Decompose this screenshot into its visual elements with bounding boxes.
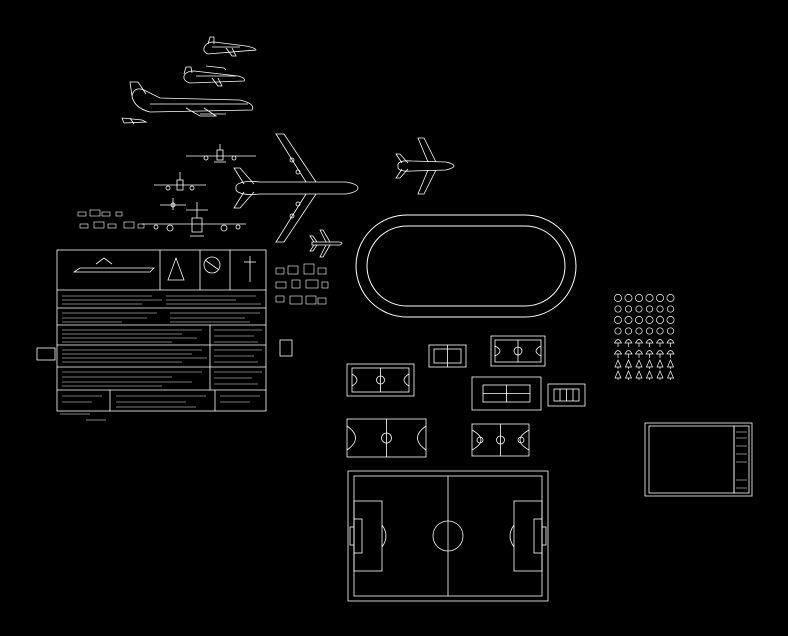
- track-inner: [366, 225, 566, 307]
- title-block-outer: [644, 422, 753, 497]
- library-symbol[interactable]: [634, 339, 644, 348]
- library-symbol[interactable]: [666, 339, 675, 348]
- library-symbol[interactable]: [614, 370, 622, 380]
- library-symbol[interactable]: [635, 316, 643, 324]
- tennis-court-1[interactable]: [428, 344, 467, 368]
- library-symbol[interactable]: [655, 339, 665, 348]
- detail-sheet-border: [56, 249, 267, 412]
- library-symbol[interactable]: [614, 316, 622, 324]
- tennis-court-2[interactable]: [471, 376, 542, 411]
- title-block-strip: [733, 425, 750, 494]
- library-symbol[interactable]: [645, 339, 654, 348]
- library-symbol[interactable]: [656, 294, 664, 302]
- plane-top-right[interactable]: [395, 137, 455, 195]
- handball-court[interactable]: [346, 418, 427, 458]
- misc-symbols[interactable]: [275, 263, 329, 305]
- basketball-court-2[interactable]: [471, 423, 530, 457]
- library-symbol[interactable]: [645, 359, 654, 369]
- plane-large-side[interactable]: [129, 81, 254, 117]
- library-symbol[interactable]: [666, 294, 675, 302]
- library-symbol[interactable]: [624, 350, 633, 359]
- library-symbol[interactable]: [614, 294, 622, 302]
- library-symbol[interactable]: [666, 327, 675, 335]
- library-symbol[interactable]: [635, 305, 643, 313]
- library-symbol[interactable]: [635, 370, 643, 380]
- detail-sheet-text: [62, 295, 262, 408]
- small-court[interactable]: [547, 383, 586, 407]
- library-symbol[interactable]: [656, 305, 664, 313]
- plane-front-3[interactable]: [142, 202, 246, 237]
- library-symbol[interactable]: [655, 350, 665, 359]
- library-symbol[interactable]: [624, 294, 633, 302]
- plane-front-small[interactable]: [160, 198, 186, 210]
- library-symbol[interactable]: [624, 339, 633, 348]
- library-symbol[interactable]: [645, 294, 654, 302]
- library-symbol[interactable]: [666, 370, 675, 380]
- plane-small-2[interactable]: [183, 65, 245, 87]
- library-symbol[interactable]: [614, 327, 622, 335]
- basketball-court-1[interactable]: [490, 335, 546, 367]
- library-symbol[interactable]: [614, 359, 622, 369]
- legend-block-right: [279, 339, 293, 357]
- library-symbol[interactable]: [624, 370, 633, 380]
- library-symbol[interactable]: [656, 359, 664, 369]
- detail-sheet[interactable]: [36, 249, 293, 421]
- library-symbol[interactable]: [656, 327, 664, 335]
- library-symbol[interactable]: [635, 327, 643, 335]
- library-symbol[interactable]: [656, 370, 664, 380]
- title-block-sheet[interactable]: [644, 422, 753, 497]
- library-symbol[interactable]: [656, 316, 664, 324]
- plane-small-1[interactable]: [203, 36, 257, 57]
- library-symbol[interactable]: [635, 294, 643, 302]
- library-symbol[interactable]: [624, 327, 633, 335]
- library-symbol[interactable]: [635, 359, 643, 369]
- library-symbol[interactable]: [666, 350, 675, 359]
- plane-front-2[interactable]: [154, 172, 206, 191]
- library-symbol[interactable]: [666, 305, 675, 313]
- legend-block-left: [36, 347, 56, 361]
- aircraft-group: [77, 36, 455, 258]
- soccer-field-large[interactable]: [347, 470, 549, 602]
- library-symbol[interactable]: [614, 305, 622, 313]
- library-symbol[interactable]: [624, 305, 633, 313]
- vehicle-symbols[interactable]: [77, 209, 145, 229]
- running-track[interactable]: [355, 214, 577, 318]
- plane-top-large[interactable]: [233, 133, 359, 243]
- track-outer: [355, 214, 577, 318]
- library-symbol[interactable]: [666, 316, 675, 324]
- library-symbol[interactable]: [634, 350, 644, 359]
- library-symbol[interactable]: [613, 350, 623, 359]
- library-symbol[interactable]: [645, 350, 654, 359]
- library-symbol[interactable]: [624, 359, 633, 369]
- library-symbol[interactable]: [645, 327, 654, 335]
- library-symbol[interactable]: [645, 370, 654, 380]
- library-symbol[interactable]: [624, 316, 633, 324]
- volleyball-court[interactable]: [346, 363, 415, 397]
- plane-tiny[interactable]: [121, 117, 148, 125]
- library-symbol[interactable]: [645, 316, 654, 324]
- library-symbol[interactable]: [666, 359, 675, 369]
- plane-top-small[interactable]: [309, 229, 343, 258]
- library-symbol[interactable]: [645, 305, 654, 313]
- plane-front-1[interactable]: [186, 144, 256, 163]
- library-symbol[interactable]: [613, 339, 623, 348]
- symbol-library[interactable]: [613, 294, 675, 380]
